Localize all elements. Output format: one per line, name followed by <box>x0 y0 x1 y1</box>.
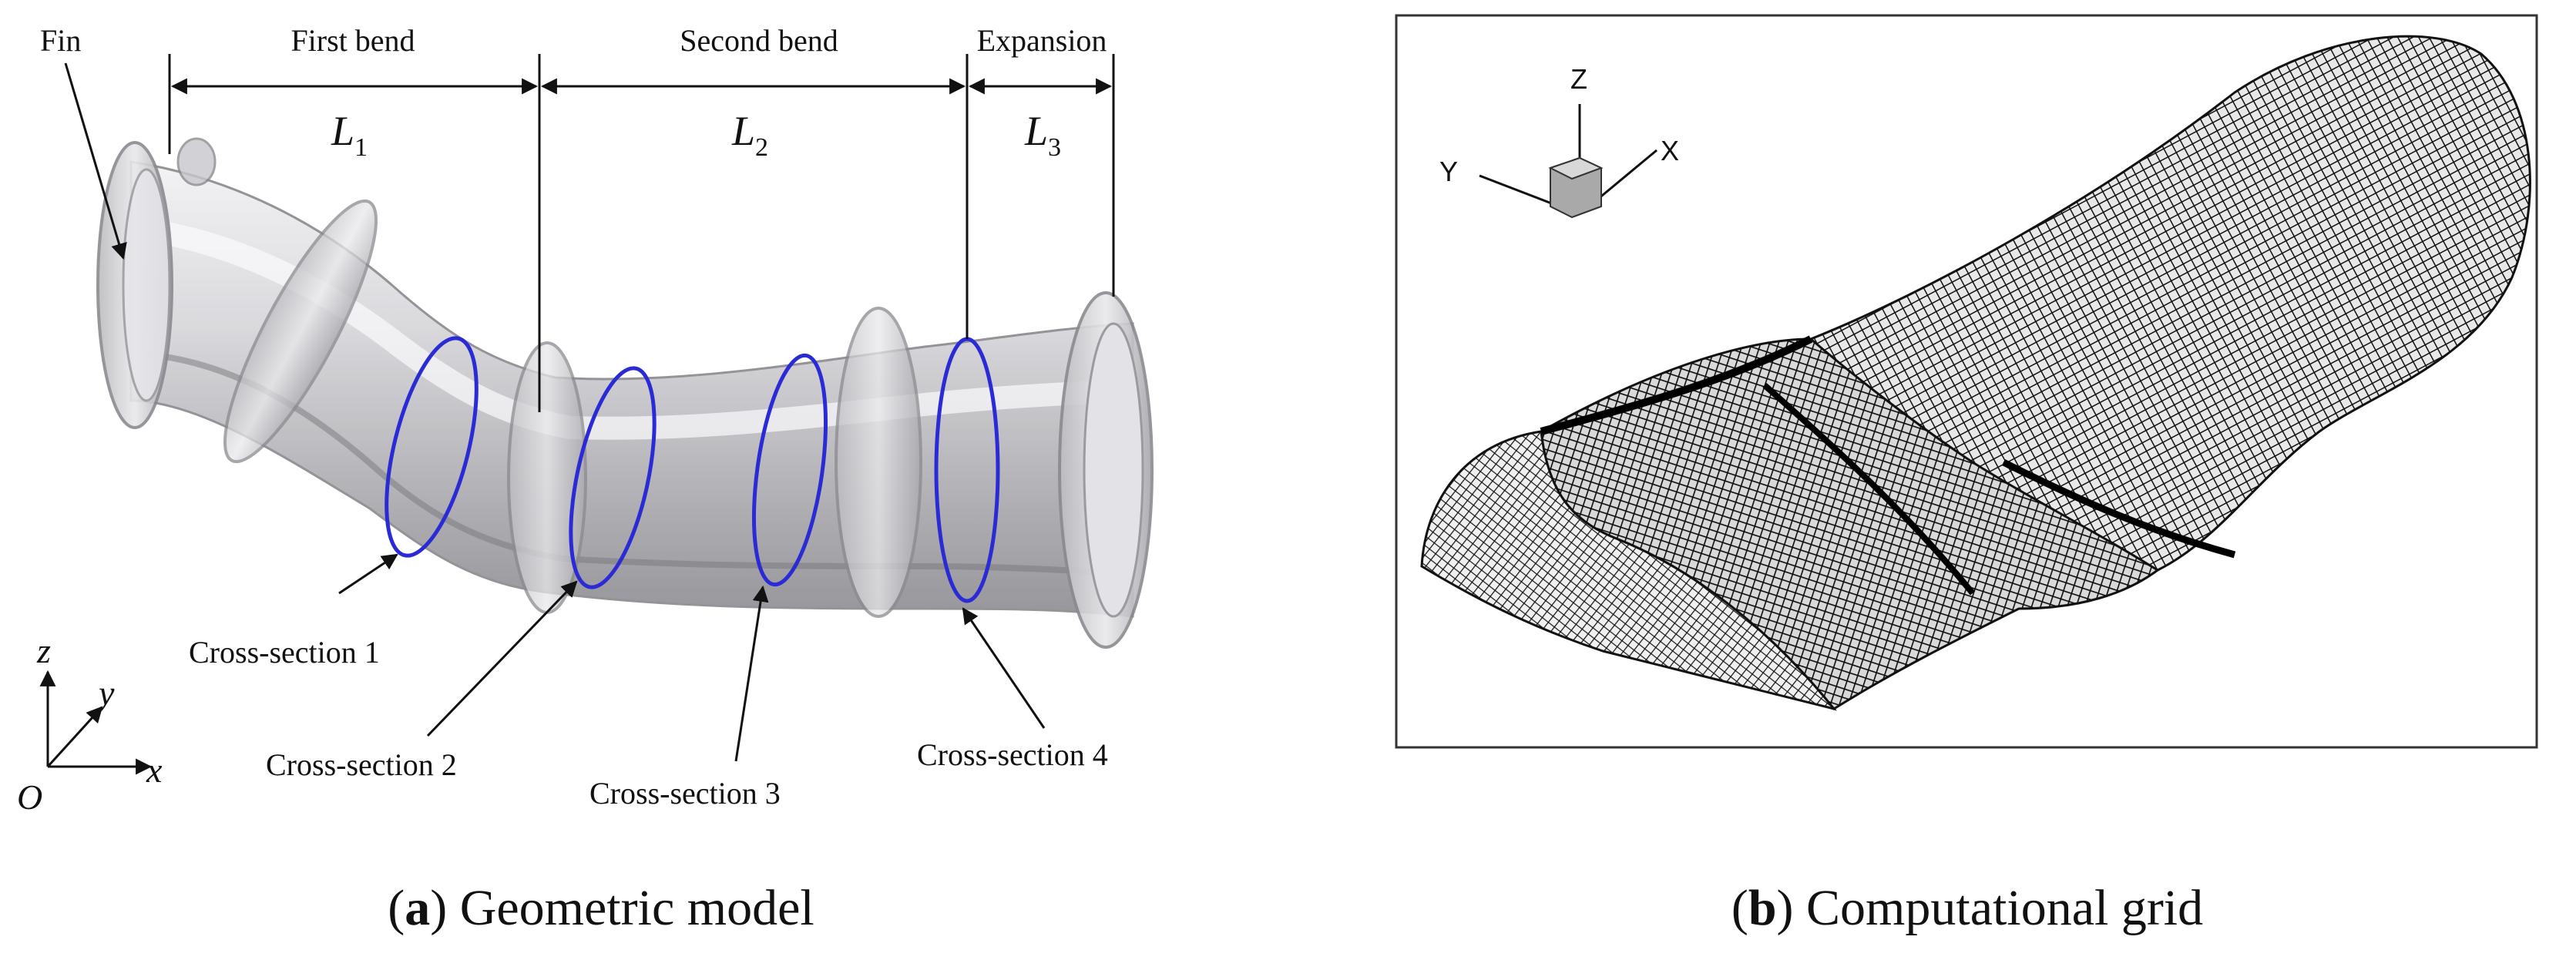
cross-section-3-ring <box>751 353 828 587</box>
cs1-leader <box>338 553 398 595</box>
axes-xyz: z y x O <box>17 631 163 817</box>
axis-y-label: y <box>96 673 115 713</box>
label-cross-section-2: Cross-section 2 <box>266 747 457 782</box>
fin-leader <box>64 62 127 260</box>
triad-x-label: X <box>1661 135 1679 166</box>
label-fin: Fin <box>40 23 81 58</box>
triad-y-label: Y <box>1439 156 1458 187</box>
flange-1 <box>223 199 378 464</box>
label-expansion: Expansion <box>977 23 1107 58</box>
mesh-seam-3 <box>2001 458 2236 559</box>
caption-a: (a) Geometric model <box>388 880 814 936</box>
cross-section-1-ring <box>385 336 479 558</box>
label-first-bend: First bend <box>291 23 415 58</box>
label-l2: L2 <box>731 108 768 162</box>
label-l1: L1 <box>331 108 368 162</box>
label-l3: L3 <box>1024 108 1061 162</box>
label-cross-section-1: Cross-section 1 <box>189 635 380 670</box>
cs2-leader <box>426 580 578 737</box>
cs4-leader <box>962 607 1046 729</box>
label-cross-section-3: Cross-section 3 <box>589 776 781 811</box>
axis-x-label: x <box>146 750 163 790</box>
label-cross-section-4: Cross-section 4 <box>917 737 1108 772</box>
triad-z-label: Z <box>1570 63 1587 95</box>
grid-axis-triad: Z Y X <box>1439 63 1679 219</box>
axis-z-label: z <box>36 631 51 670</box>
panel-a-geometric-model: First bend Second bend Expansion Fin L1 … <box>17 23 1154 936</box>
inlet-flange-ring <box>176 137 217 186</box>
caption-b: (b) Computational grid <box>1731 880 2203 936</box>
label-second-bend: Second bend <box>680 23 838 58</box>
flange-3 <box>835 307 922 618</box>
panel-b-computational-grid: Z Y X (b) Computational grid <box>1395 14 2538 936</box>
axis-origin-label: O <box>17 777 42 817</box>
flange-2 <box>507 341 587 614</box>
mesh-seam-1 <box>1540 335 1813 435</box>
cs3-leader <box>734 585 769 762</box>
mesh-inlet-fan <box>1420 430 1837 711</box>
inlet-flange-inner <box>122 168 171 402</box>
mesh-seam-2 <box>1762 383 1976 596</box>
triad-cube-top <box>1548 156 1604 180</box>
cross-section-2-ring <box>569 366 657 589</box>
outlet-flange-inner <box>1083 322 1144 618</box>
